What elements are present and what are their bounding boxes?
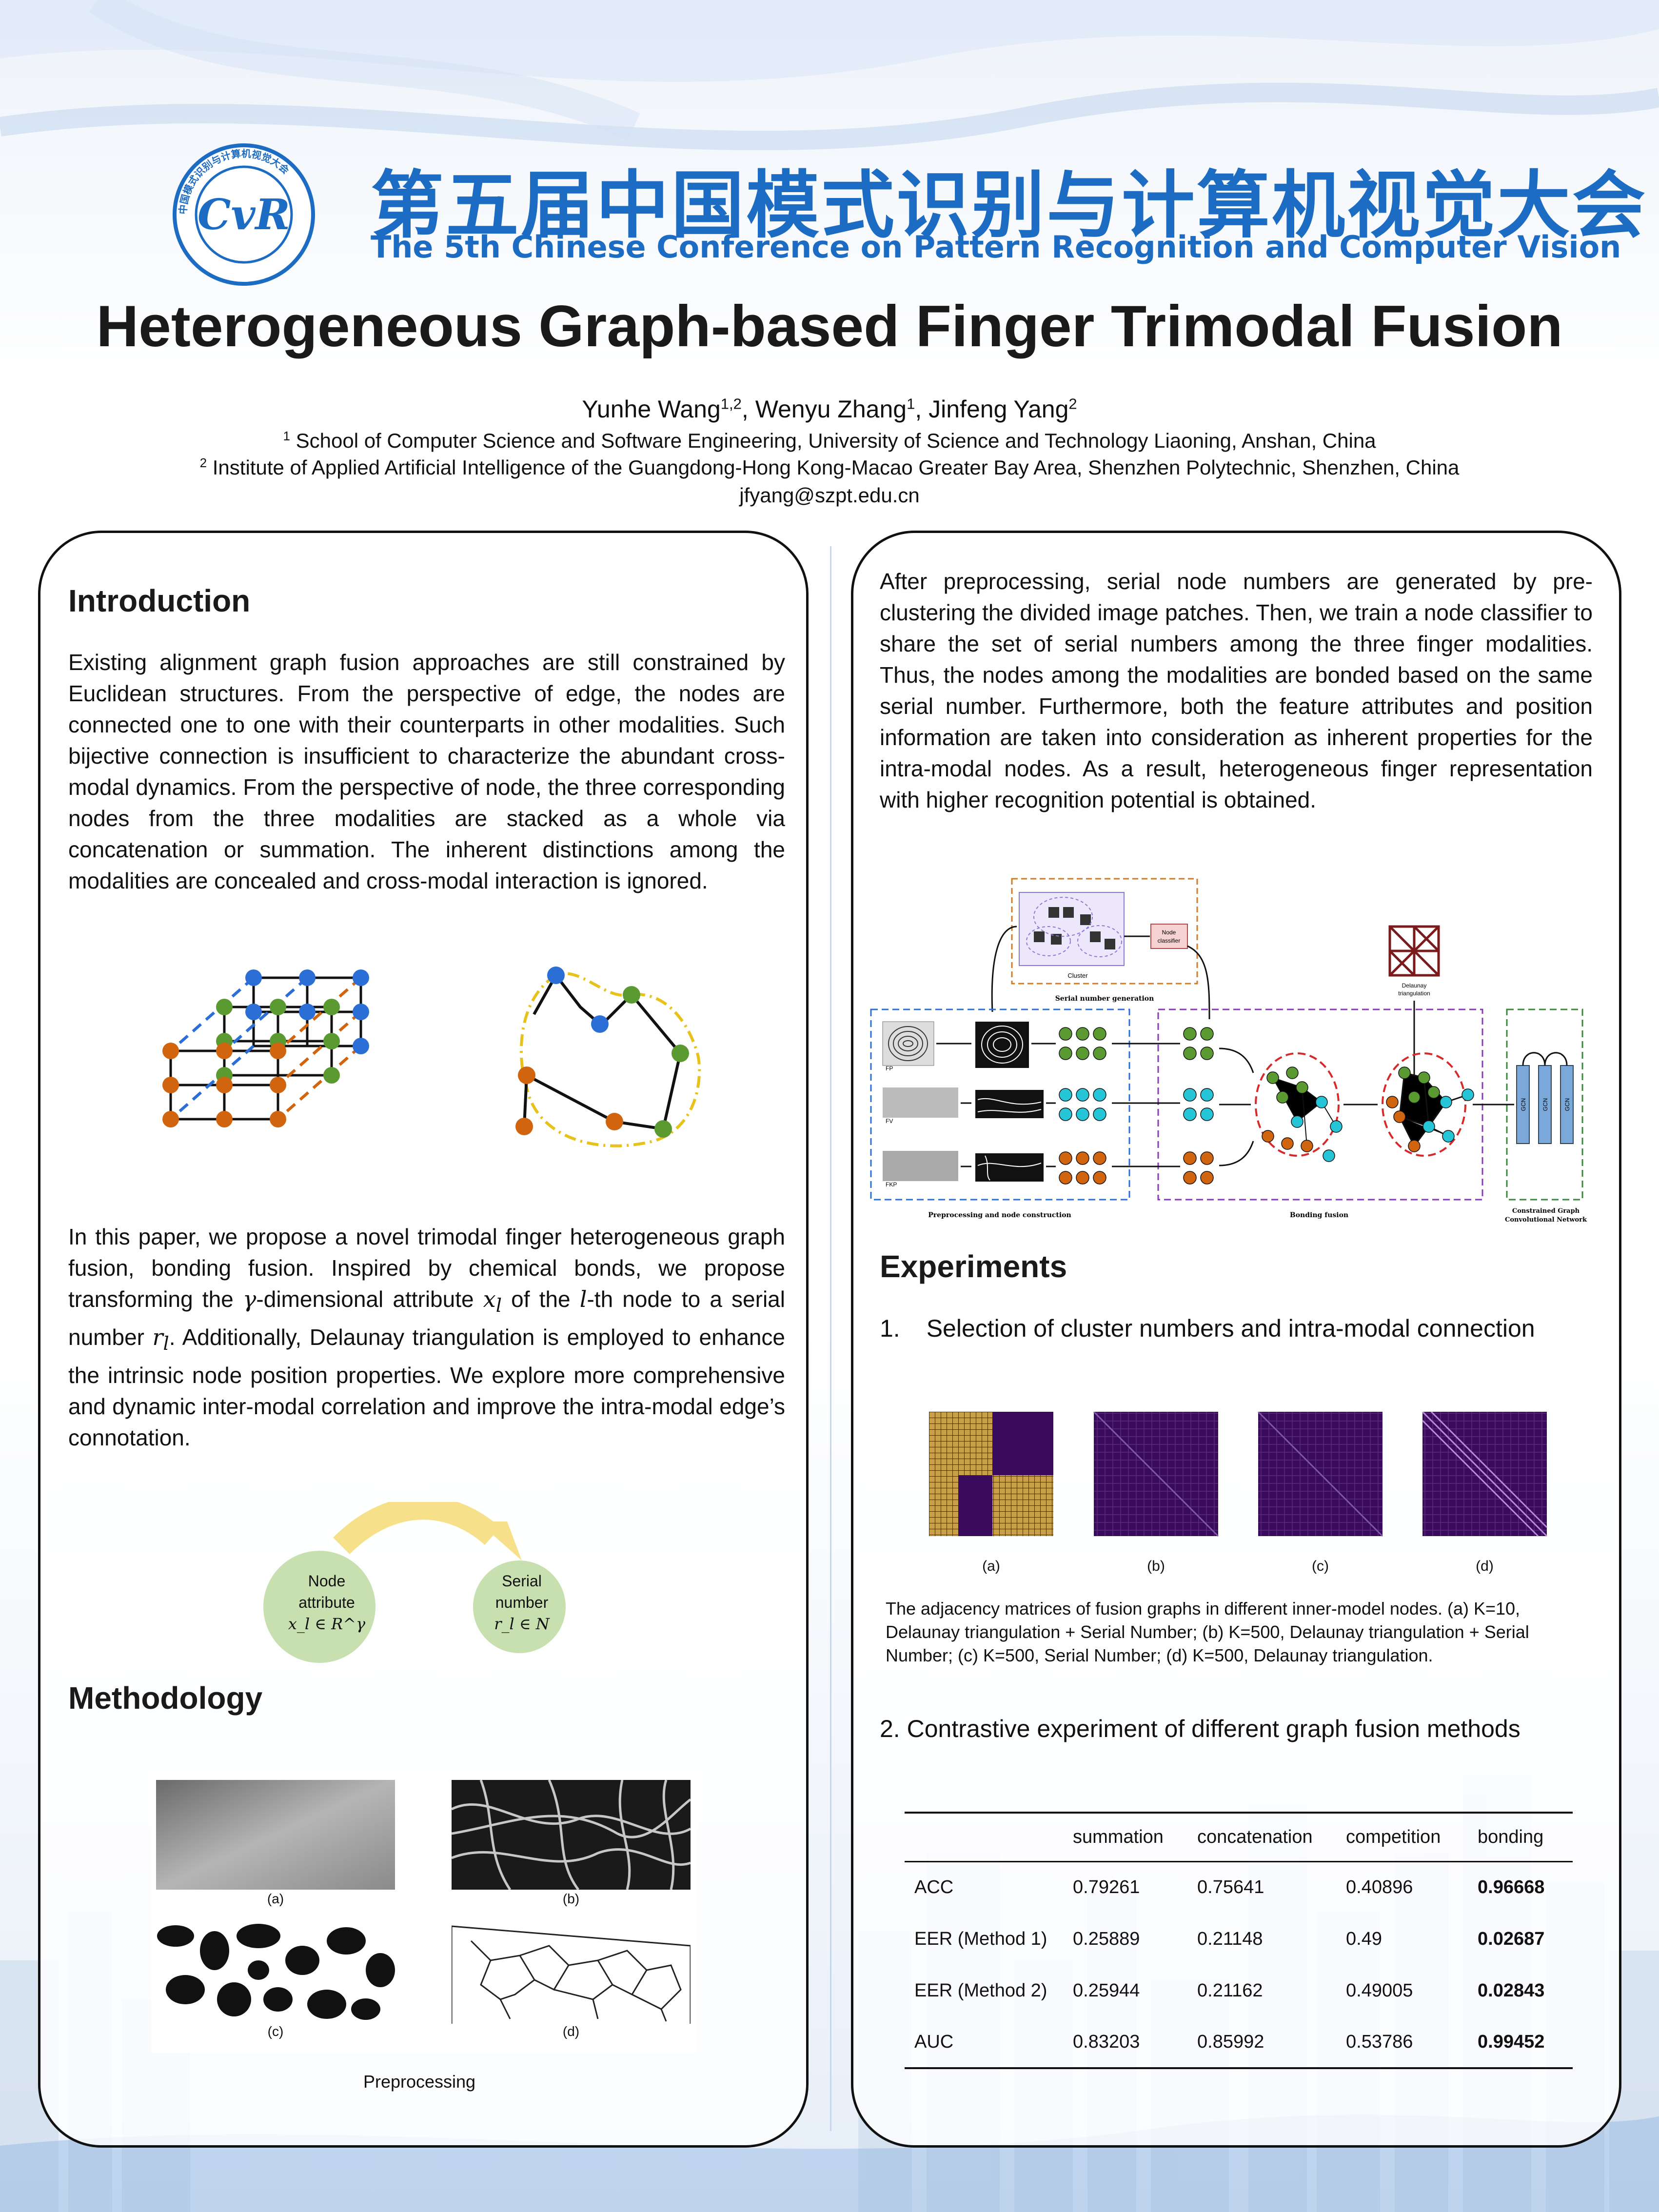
table-header-cell: summation — [1073, 1826, 1164, 1847]
table-cell: 0.85992 — [1197, 2031, 1264, 2052]
table-cell: 0.21148 — [1197, 1928, 1263, 1949]
preprocess-sub-d: (d) — [562, 2024, 580, 2039]
author-list: Yunhe Wang1,2, Wenyu Zhang1, Jinfeng Yan… — [582, 395, 1077, 423]
label-delaunay-2: triangulation — [1398, 990, 1430, 997]
label-fp: FP — [886, 1065, 893, 1072]
label-cluster: Cluster — [1067, 972, 1088, 979]
table-cell: 0.25944 — [1073, 1980, 1140, 2001]
conference-title-en: The 5th Chinese Conference on Pattern Re… — [371, 229, 1621, 265]
label-cgcn-1: Constrained Graph — [1512, 1207, 1580, 1215]
experiment-item-2: 2. Contrastive experiment of different g… — [880, 1715, 1521, 1742]
affiliation-2: 2 Institute of Applied Artificial Intell… — [199, 455, 1460, 479]
table-cell: 0.49005 — [1346, 1980, 1413, 2001]
table-cell: 0.53786 — [1346, 2031, 1413, 2052]
contact-email: jfyang@szpt.edu.cn — [739, 484, 920, 507]
methodology-heading: Methodology — [68, 1680, 263, 1716]
raw-finger-vein-image — [156, 1780, 395, 1890]
attribute-to-serial-figure — [263, 1502, 566, 1663]
label-delaunay-1: Delaunay — [1402, 982, 1427, 989]
preprocess-sub-b: (b) — [562, 1891, 580, 1906]
table-cell: AUC — [914, 2031, 954, 2052]
label-bonding-fusion: Bonding fusion — [1290, 1211, 1348, 1219]
label-gcn-3: GCN — [1564, 1098, 1571, 1111]
table-cell: 0.21162 — [1197, 1980, 1263, 2001]
table-cell: 0.49 — [1346, 1928, 1382, 1949]
experiments-heading: Experiments — [880, 1249, 1067, 1284]
label-serial-generation: Serial number generation — [1055, 995, 1154, 1003]
alignment-graph-figure — [162, 969, 369, 1127]
table-row: EER (Method 2) 0.25944 0.21162 0.49005 0… — [905, 1965, 1573, 2016]
matrix-label-c: (c) — [1312, 1558, 1329, 1574]
introduction-paragraph-2: In this paper, we propose a novel trimod… — [68, 1224, 786, 1451]
label-preprocessing: Preprocessing and node construction — [928, 1211, 1071, 1219]
table-cell: 0.79261 — [1073, 1877, 1140, 1898]
table-cell-best: 0.99452 — [1478, 2031, 1545, 2052]
column-divider — [830, 546, 831, 2131]
background-swirl — [0, 0, 1659, 151]
preprocess-sub-c: (c) — [267, 2024, 284, 2039]
table-row: ACC 0.79261 0.75641 0.40896 0.96668 — [905, 1861, 1573, 1913]
matrix-label-a: (a) — [982, 1558, 1000, 1574]
table-header-cell — [905, 1813, 1073, 1861]
table-cell: 0.75641 — [1197, 1877, 1264, 1898]
label-gcn-1: GCN — [1520, 1098, 1527, 1111]
table-cell: 0.40896 — [1346, 1877, 1413, 1898]
table-cell-best: 0.02843 — [1478, 1980, 1545, 2001]
label-gcn-2: GCN — [1542, 1098, 1549, 1111]
binarized-vein-image — [156, 1916, 395, 2024]
logo-letters: CvR — [198, 190, 290, 239]
label-fkp: FKP — [886, 1181, 897, 1188]
enhanced-vein-image — [452, 1780, 691, 1890]
table-header-cell: competition — [1346, 1826, 1441, 1847]
table-cell: 0.83203 — [1073, 2031, 1140, 2052]
node-attribute-bubble: Node attribute x_l ∈ R^γ — [288, 1572, 366, 1633]
table-cell: EER (Method 2) — [914, 1980, 1047, 2001]
right-panel — [851, 531, 1621, 2148]
table-header-cell: bonding — [1478, 1826, 1544, 1847]
label-cgcn-2: Convolutional Network — [1505, 1216, 1587, 1224]
table-cell-best: 0.96668 — [1478, 1877, 1545, 1898]
framework-diagram: Cluster Node classifier Serial number ge… — [870, 878, 1587, 1224]
table-header-cell: concatenation — [1197, 1826, 1313, 1847]
method-paragraph: After preprocessing, serial node numbers… — [880, 569, 1593, 812]
introduction-heading: Introduction — [68, 583, 251, 618]
poster-title: Heterogeneous Graph-based Finger Trimoda… — [96, 294, 1563, 359]
matrices-caption: The adjacency matrices of fusion graphs … — [886, 1599, 1529, 1665]
introduction-paragraph-1: Existing alignment graph fusion approach… — [68, 650, 785, 893]
author-name: Yunhe Wang — [582, 395, 721, 423]
author-name: Wenyu Zhang — [755, 395, 907, 423]
table-cell: ACC — [914, 1877, 954, 1898]
label-fv: FV — [886, 1118, 893, 1125]
table-row: EER (Method 1) 0.25889 0.21148 0.49 0.02… — [905, 1913, 1573, 1965]
label-node-classifier-2: classifier — [1158, 937, 1181, 944]
author-name: Jinfeng Yang — [928, 395, 1069, 423]
serial-number-bubble: Serial number r_l ∈ N — [494, 1572, 550, 1633]
adjacency-matrices — [929, 1412, 1548, 1537]
table-cell-best: 0.02687 — [1478, 1928, 1545, 1949]
experiment-item-1: 1.Selection of cluster numbers and intra… — [880, 1315, 1535, 1342]
table-cell: 0.25889 — [1073, 1928, 1140, 1949]
matrix-label-b: (b) — [1147, 1558, 1165, 1574]
heterogeneous-graph-figure — [515, 967, 701, 1147]
label-node-classifier-1: Node — [1162, 929, 1176, 936]
affiliation-1: 1 School of Computer Science and Softwar… — [283, 429, 1376, 452]
conference-title-cn: 第五届中国模式识别与计算机视觉大会 — [371, 163, 1648, 248]
table-row: AUC 0.83203 0.85992 0.53786 0.99452 — [905, 2016, 1573, 2068]
matrix-label-d: (d) — [1476, 1558, 1494, 1574]
results-table: summation concatenation competition bond… — [905, 1812, 1573, 2069]
table-cell: EER (Method 1) — [914, 1928, 1047, 1949]
skeleton-vein-image — [452, 1916, 691, 2024]
preprocessing-caption: Preprocessing — [363, 2072, 476, 2092]
conference-logo: 中国模式识别与计算机视觉大会 CvR — [173, 143, 315, 286]
preprocess-sub-a: (a) — [267, 1891, 284, 1906]
preprocessing-figure: (a) (b) (c) (d) — [151, 1770, 697, 2053]
